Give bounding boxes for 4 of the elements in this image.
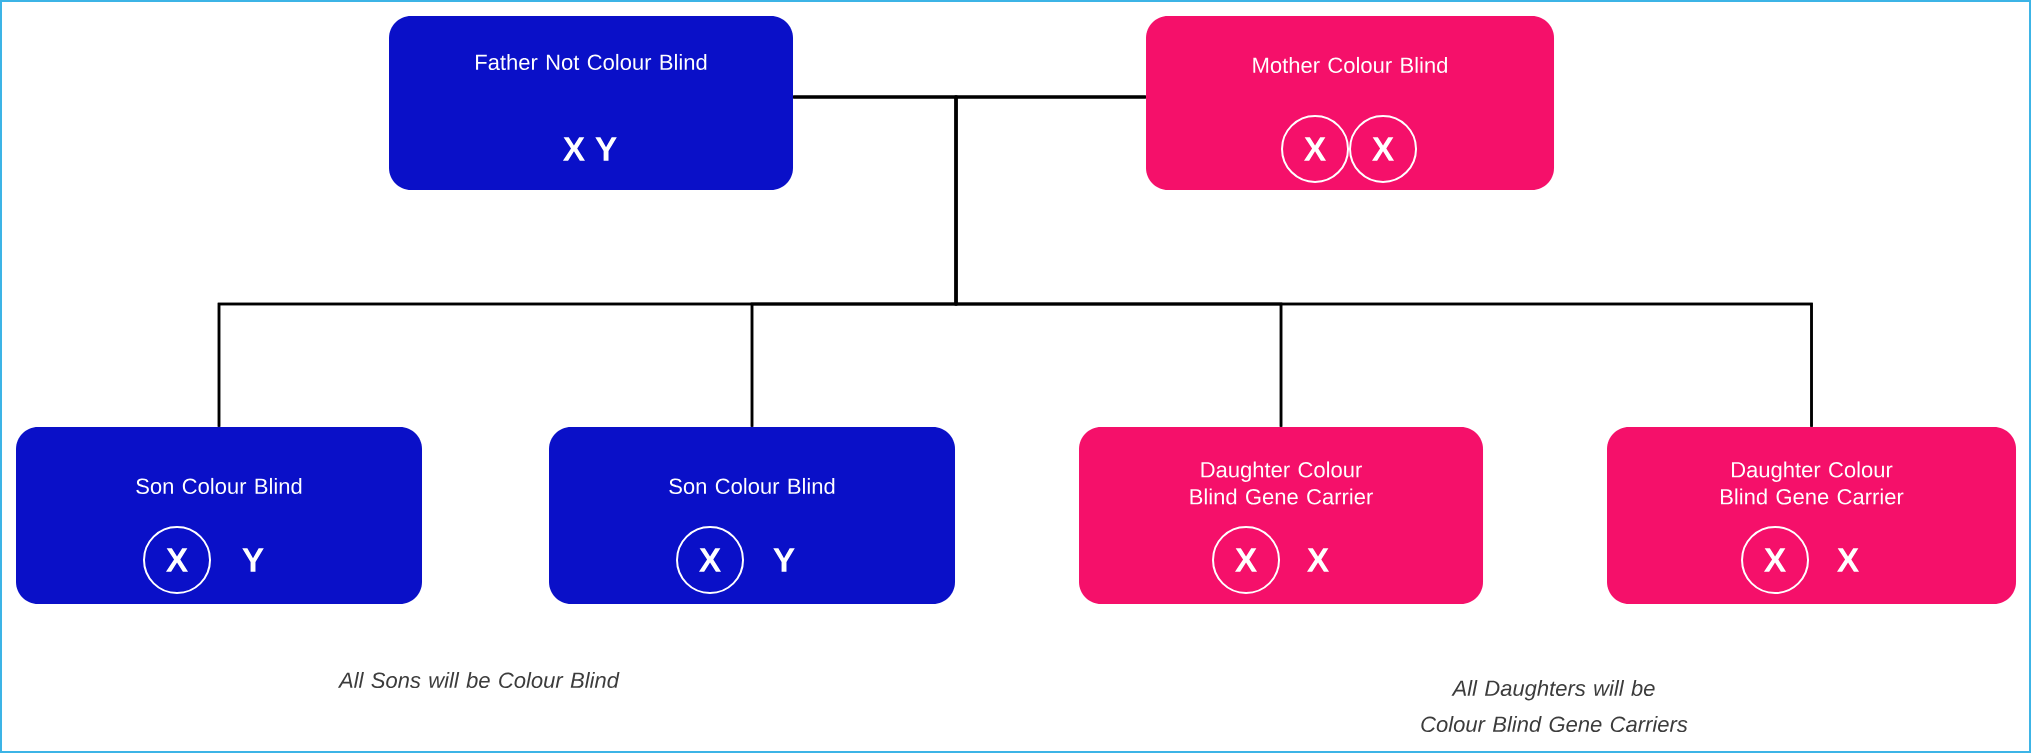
connector-line xyxy=(954,95,1813,427)
person-box: Father Not Colour Blind X Y xyxy=(389,16,793,190)
caption-text: All Daughters will be Colour Blind Gene Carriers xyxy=(1421,679,1688,733)
caption-text: All Sons will be Colour Blind xyxy=(337,671,620,689)
